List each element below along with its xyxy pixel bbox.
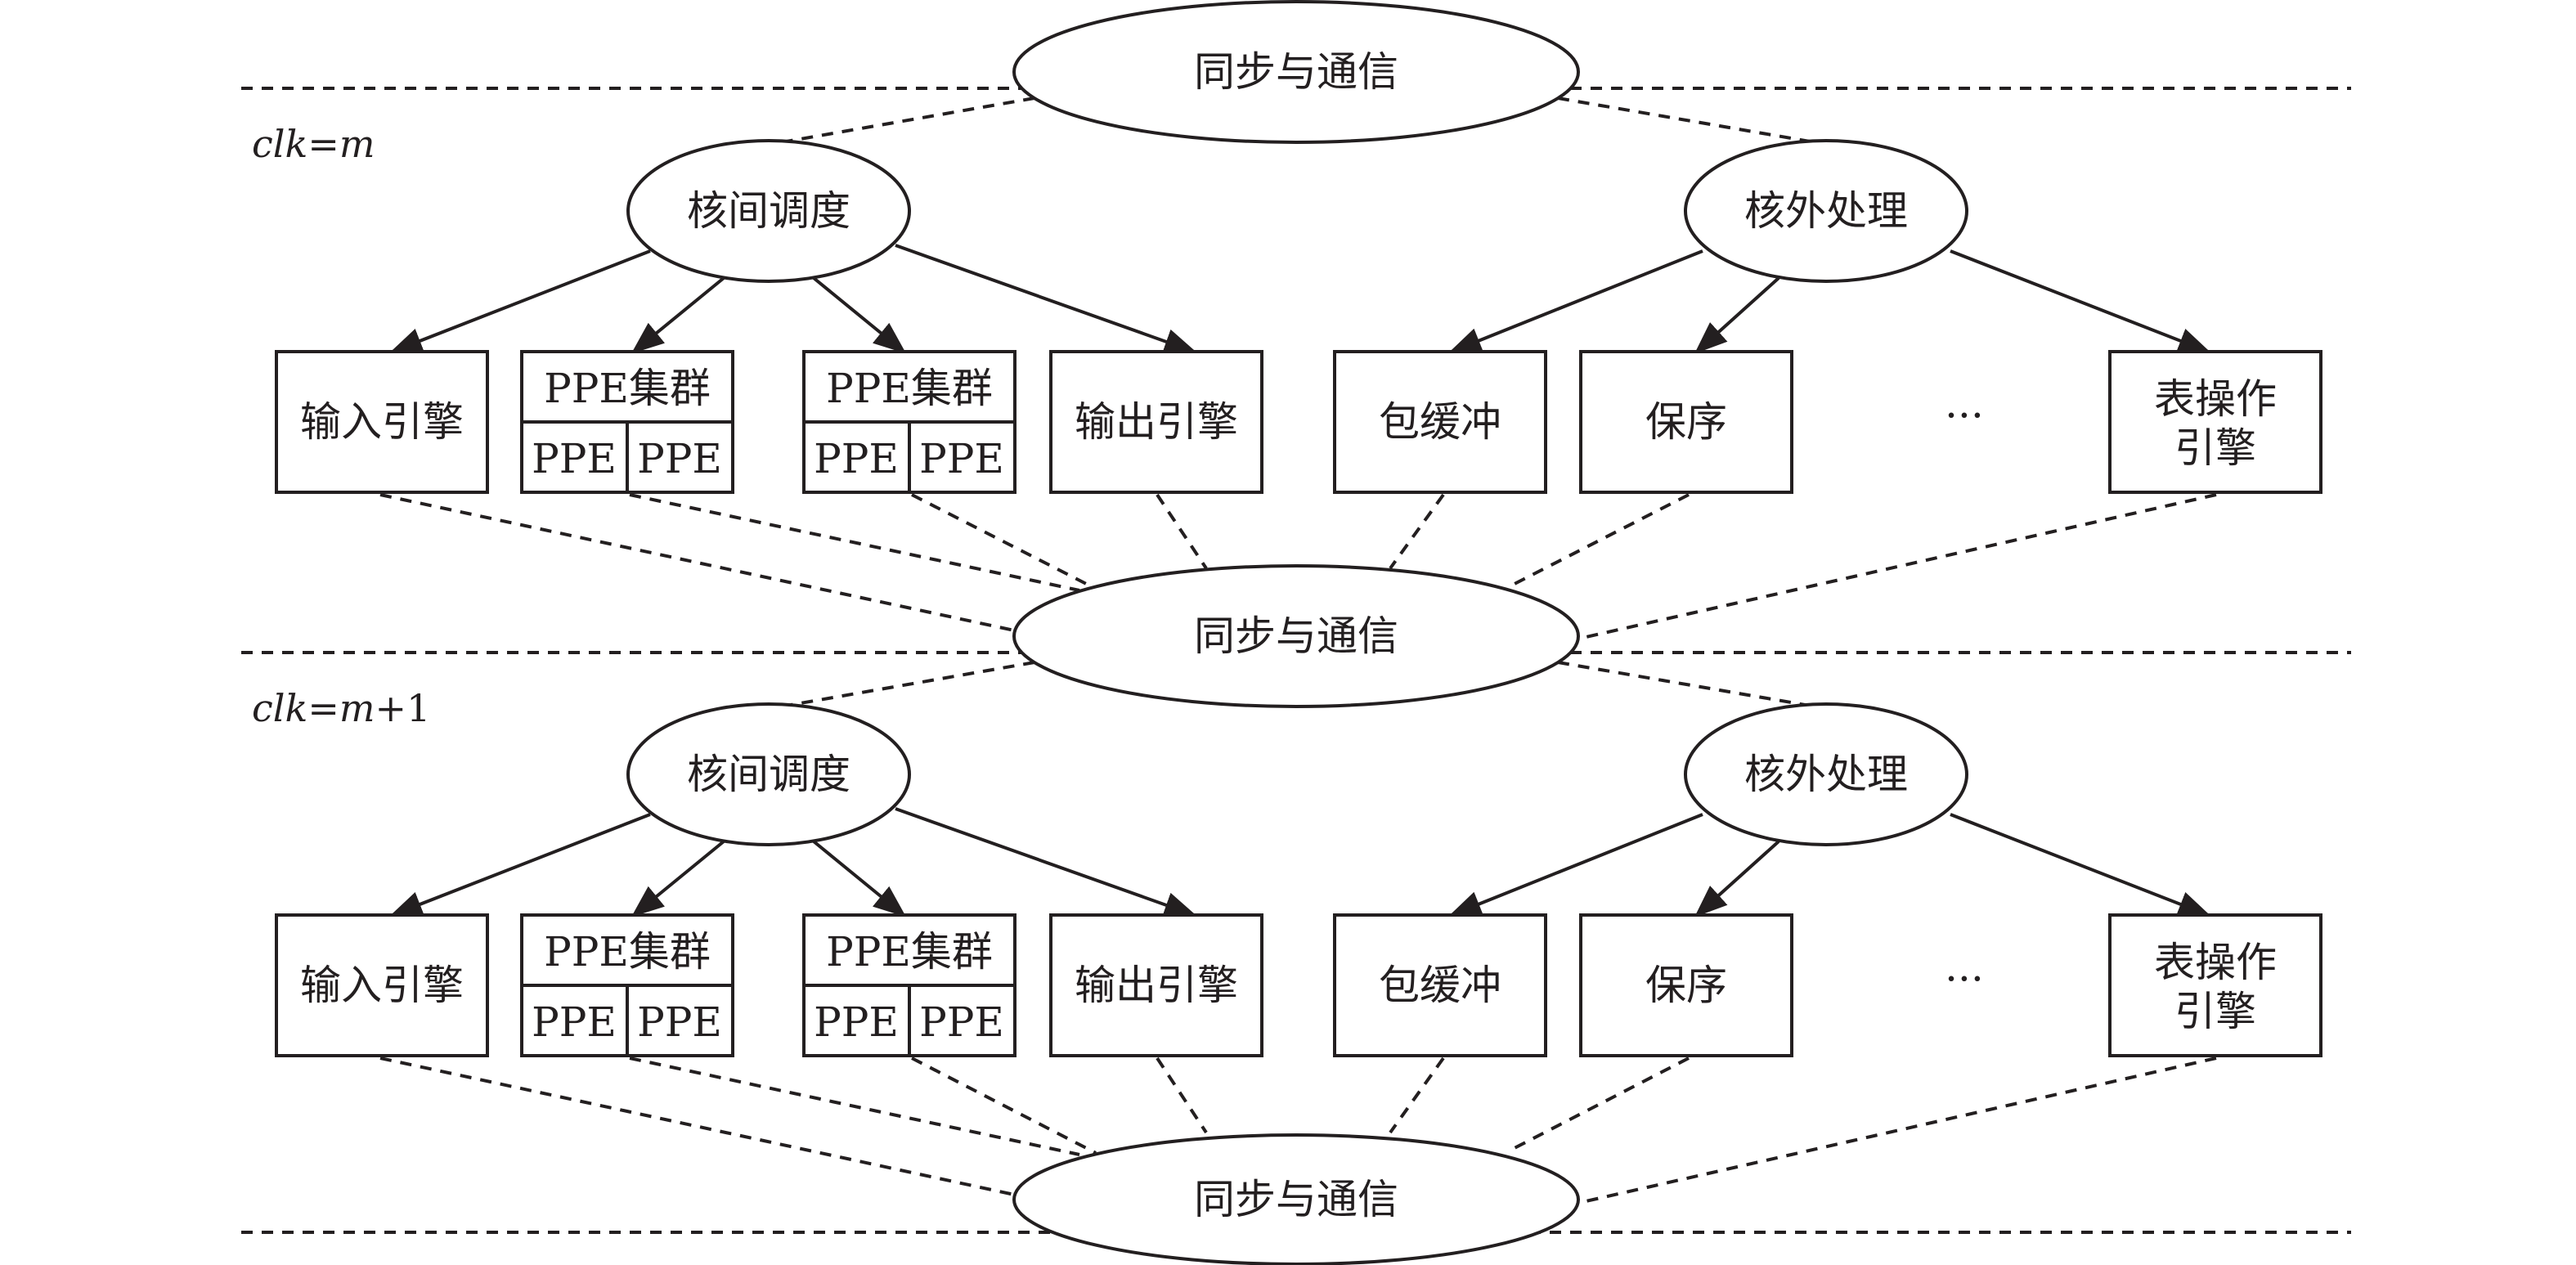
clk-label: clk=m (252, 122, 375, 166)
off-core-processing-label: 核外处理 (1744, 751, 1908, 798)
ppe-cluster-label: PPE集群 (544, 365, 711, 412)
table-engine-label-line1: 表操作 (2154, 375, 2277, 423)
more-units-ellipsis: ··· (1945, 955, 1984, 1003)
ppe-label: PPE (814, 435, 899, 482)
ppe-cluster-label: PPE集群 (826, 928, 993, 976)
order-preserve-label: 保序 (1645, 962, 1727, 1009)
dispatch-arrow (389, 249, 651, 353)
dispatch-arrow (631, 276, 725, 354)
sync-link (776, 96, 1035, 145)
sync-link (1389, 493, 1445, 570)
sync-comm-label: 同步与通信 (1194, 1176, 1398, 1223)
output-engine-box (1049, 350, 1263, 494)
sync-comm-label: 同步与通信 (1194, 48, 1398, 96)
input-engine-box (275, 913, 489, 1057)
ppe-cluster-label: PPE集群 (826, 365, 993, 412)
ppe-cluster: PPE集群 PPE PPE (520, 913, 734, 1057)
off-core-processing-ellipse (1684, 139, 1968, 283)
dispatch-arrow (1950, 813, 2211, 917)
dispatch-arrow (895, 807, 1197, 917)
ppe-label: PPE (814, 998, 899, 1046)
dispatch-arrow (812, 840, 907, 917)
ppe-cluster: PPE集群 PPE PPE (802, 350, 1016, 494)
table-engine-label-line2: 引擎 (2174, 424, 2256, 472)
sync-comm-ellipse (1012, 0, 1580, 144)
stage-clk-m-plus-1: 同步与通信 clk=m+1 核间调度 核外处理 输入引擎 PPE集群 PPE P… (252, 564, 2322, 1204)
stage-clk-m: 同步与通信 clk=m 核间调度 核外处理 输入引擎 PPE集群 PPE PPE… (252, 0, 2322, 639)
packet-buffer-box (1333, 913, 1547, 1057)
more-units-ellipsis: ··· (1945, 392, 1984, 439)
inter-core-scheduler-ellipse (626, 702, 911, 846)
dispatch-arrow (1448, 813, 1703, 917)
output-engine-label: 输出引擎 (1075, 398, 1238, 446)
packet-buffer-label: 包缓冲 (1379, 962, 1501, 1009)
sync-link (629, 1056, 1080, 1156)
ppe-cluster: PPE集群 PPE PPE (520, 350, 734, 494)
off-core-processing-label: 核外处理 (1744, 187, 1908, 235)
table-engine-box (2108, 350, 2322, 494)
dispatch-arrow (631, 840, 725, 917)
ppe-label: PPE (919, 435, 1004, 482)
inter-core-scheduler-ellipse (626, 139, 911, 283)
sync-link (379, 493, 1019, 633)
dispatch-arrow (1694, 276, 1780, 354)
dispatch-arrow (1950, 249, 2211, 353)
sync-comm-ellipse (1012, 564, 1580, 708)
inter-core-scheduler-label: 核间调度 (687, 751, 850, 798)
sync-link (1582, 493, 2217, 639)
sync-comm-label: 同步与通信 (1194, 612, 1398, 660)
sync-link (379, 1056, 1019, 1197)
order-preserve-label: 保序 (1645, 398, 1727, 446)
ppe-label: PPE (637, 435, 722, 482)
table-engine-box (2108, 913, 2322, 1057)
input-engine-label: 输入引擎 (300, 962, 464, 1009)
order-preserve-box (1579, 350, 1793, 494)
output-engine-label: 输出引擎 (1075, 962, 1238, 1009)
dispatch-arrow (1694, 840, 1780, 917)
sync-link (911, 493, 1097, 590)
sync-link (1512, 1056, 1690, 1151)
ppe-label: PPE (919, 998, 1004, 1046)
sync-link (1557, 661, 1820, 709)
table-engine-label-line1: 表操作 (2154, 939, 2277, 986)
ppe-cluster-label: PPE集群 (544, 928, 711, 976)
order-preserve-box (1579, 913, 1793, 1057)
clk-label: clk=m+1 (252, 686, 430, 730)
sync-link (776, 661, 1035, 709)
sync-link (1156, 493, 1208, 570)
output-engine-box (1049, 913, 1263, 1057)
sync-link (911, 1056, 1097, 1155)
table-engine-label-line2: 引擎 (2174, 988, 2256, 1035)
sync-link (1557, 96, 1820, 145)
sync-link (1582, 1056, 2217, 1204)
dispatch-arrow (895, 244, 1197, 354)
sync-link (1156, 1056, 1208, 1134)
packet-buffer-box (1333, 350, 1547, 494)
packet-buffer-label: 包缓冲 (1379, 398, 1501, 446)
sync-link (629, 493, 1080, 592)
dispatch-arrow (389, 813, 651, 917)
sync-link (1512, 493, 1690, 586)
off-core-processing-ellipse (1684, 702, 1968, 846)
ppe-label: PPE (532, 435, 617, 482)
input-engine-label: 输入引擎 (300, 398, 464, 446)
ppe-label: PPE (532, 998, 617, 1046)
ppe-label: PPE (637, 998, 722, 1046)
sync-comm-ellipse (1012, 1133, 1580, 1265)
dispatch-arrow (812, 276, 907, 354)
sync-link (1389, 1056, 1445, 1134)
dispatch-arrow (1448, 249, 1703, 353)
ppe-cluster: PPE集群 PPE PPE (802, 913, 1016, 1057)
inter-core-scheduler-label: 核间调度 (687, 187, 850, 235)
input-engine-box (275, 350, 489, 494)
